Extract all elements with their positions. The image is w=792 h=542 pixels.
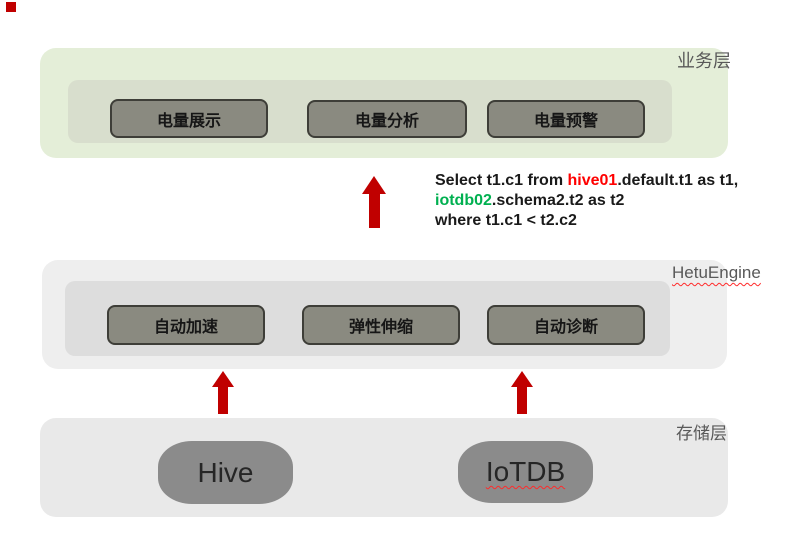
hive-database-label: Hive	[197, 456, 254, 488]
hetuengine-layer-container: HetuEngine 自动加速 弹性伸缩 自动诊断	[42, 260, 761, 369]
button-auto-diagnosis: 自动诊断	[487, 305, 645, 345]
sql-line2-post: .schema2.t2 as t2	[491, 192, 625, 209]
arrow-up-iotdb-icon	[511, 371, 533, 414]
button-auto-acceleration: 自动加速	[107, 305, 265, 345]
sql-annotation: Select t1.c1 from hive01.default.t1 as t…	[435, 171, 791, 231]
storage-layer-label: 存储层	[676, 424, 727, 443]
sql-line1-pre: Select t1.c1 from	[435, 172, 568, 189]
red-marker-square	[6, 2, 16, 12]
sql-iotdb-catalog: iotdb02	[435, 192, 492, 209]
arrow-head-icon	[511, 371, 533, 387]
hive-database-shape: Hive	[158, 441, 293, 504]
iotdb-database-label: IoTDB	[485, 456, 566, 487]
arrow-up-business-icon	[362, 176, 386, 228]
arrow-head-icon	[362, 176, 386, 194]
sql-line-3: where t1.c1 < t2.c2	[435, 212, 577, 229]
arrow-head-icon	[212, 371, 234, 387]
arrow-shaft	[218, 387, 228, 414]
button-power-display: 电量展示	[110, 99, 268, 138]
arrow-shaft	[517, 387, 527, 414]
arrow-up-hive-icon	[212, 371, 234, 414]
iotdb-database-shape: IoTDB	[458, 441, 593, 503]
sql-line-1: Select t1.c1 from hive01.default.t1 as t…	[435, 171, 791, 191]
button-elastic-scaling: 弹性伸缩	[302, 305, 460, 345]
button-power-warning: 电量预警	[487, 100, 645, 138]
sql-hive-catalog: hive01	[567, 172, 618, 189]
storage-layer-container: 存储层 Hive IoTDB	[40, 418, 728, 517]
business-layer-label: 业务层	[677, 51, 731, 71]
arrow-shaft	[368, 194, 380, 228]
hetuengine-layer-label: HetuEngine	[672, 263, 761, 282]
business-layer-container: 业务层 电量展示 电量分析 电量预警	[40, 48, 731, 158]
button-power-analysis: 电量分析	[307, 100, 467, 138]
sql-line1-post: .default.t1 as t1,	[617, 172, 739, 189]
sql-line-2: iotdb02.schema2.t2 as t2	[435, 191, 791, 211]
